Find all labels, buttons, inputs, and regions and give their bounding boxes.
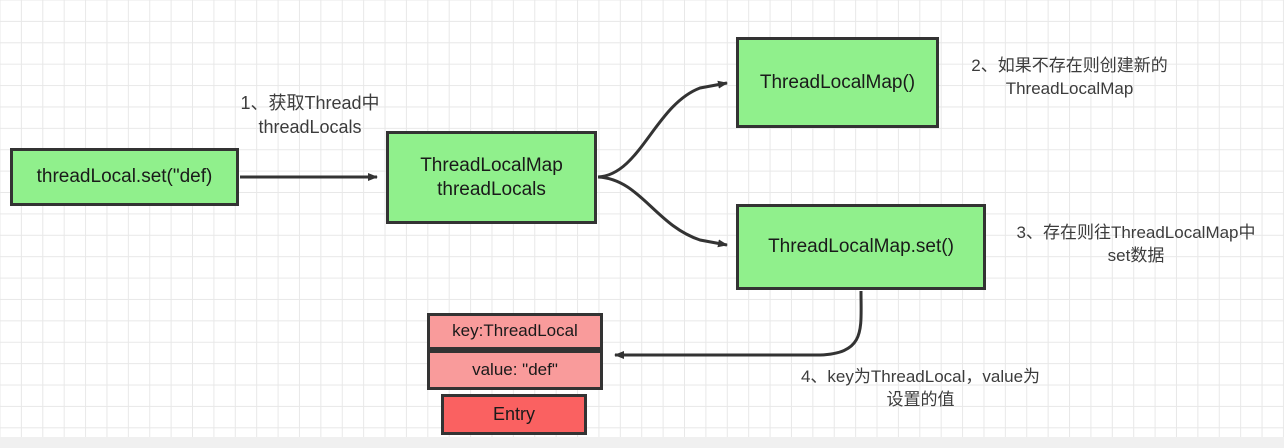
node-threadlocalmap-set[interactable]: ThreadLocalMap.set() (736, 204, 986, 290)
node-entry-value[interactable]: value: "def" (427, 350, 603, 390)
label-step-1: 1、获取Thread中 threadLocals (240, 93, 380, 137)
node-entry-label[interactable]: Entry (441, 394, 587, 435)
node-threadlocal-set[interactable]: threadLocal.set("def) (10, 148, 239, 206)
node-threadlocals[interactable]: ThreadLocalMap threadLocals (386, 131, 597, 224)
edge-threadlocals-to-map-set (597, 175, 728, 248)
edge-map-set-to-entry (614, 290, 863, 359)
label-step-4: 4、key为ThreadLocal，value为 设置的值 (800, 367, 1041, 409)
label-step-3: 3、存在则往ThreadLocalMap中 set数据 (1016, 223, 1256, 265)
node-entry-key[interactable]: key:ThreadLocal (427, 313, 603, 350)
label-step-2: 2、如果不存在则创建新的 ThreadLocalMap (971, 56, 1168, 98)
bottom-band (0, 437, 1284, 448)
node-threadlocalmap-constructor[interactable]: ThreadLocalMap() (736, 37, 939, 128)
edge-threadlocals-to-map-new (597, 80, 728, 179)
